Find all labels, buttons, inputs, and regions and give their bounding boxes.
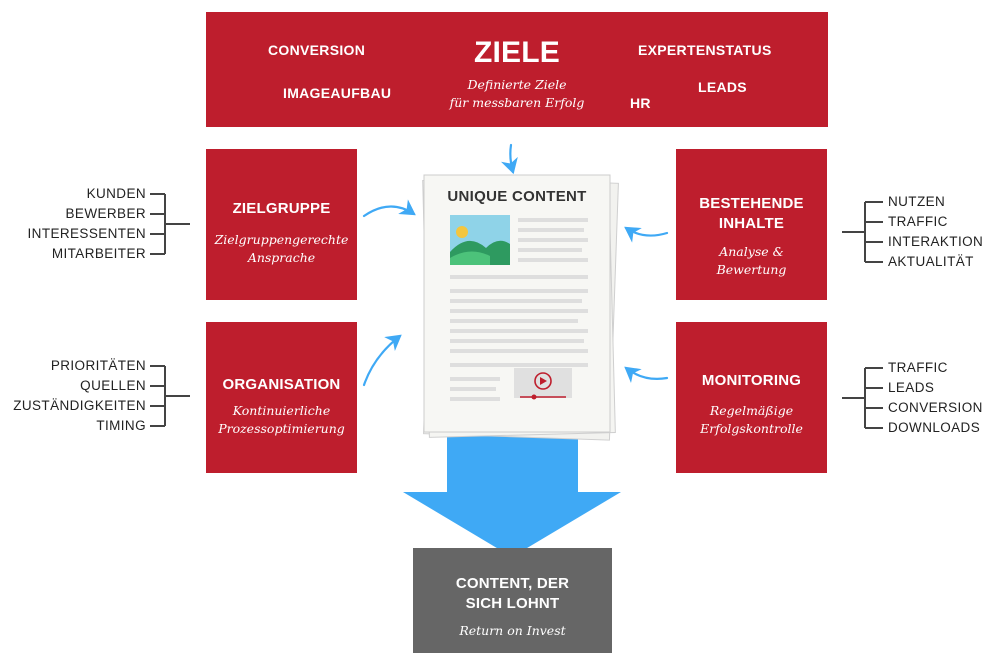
list-item: TRAFFIC xyxy=(888,214,948,229)
ziele-subtitle-2: für messbaren Erfolg xyxy=(449,95,585,110)
bestehende-inhalte-box: BESTEHENDE INHALTE Analyse & Bewertung xyxy=(676,149,827,300)
organisation-subtitle-1: Kontinuierliche xyxy=(232,403,331,418)
list-item: TRAFFIC xyxy=(888,360,948,375)
list-item: AKTUALITÄT xyxy=(888,254,974,269)
bestehende-title-1: BESTEHENDE xyxy=(699,195,804,212)
bestehende-title-2: INHALTE xyxy=(718,215,785,232)
list-item: KUNDEN xyxy=(86,186,146,201)
ziele-subtitle-1: Definierte Ziele xyxy=(467,77,567,92)
list-item: DOWNLOADS xyxy=(888,420,981,435)
arrow-zielgruppe xyxy=(362,199,416,218)
list-item: NUTZEN xyxy=(888,194,946,209)
result-title-2: SICH LOHNT xyxy=(465,595,560,612)
zielgruppe-list: KUNDEN BEWERBER INTERESSENTEN MITARBEITE… xyxy=(0,184,146,264)
monitoring-title: MONITORING xyxy=(701,372,802,389)
document-title: UNIQUE CONTENT xyxy=(447,188,587,205)
ziele-word-conversion: CONVERSION xyxy=(268,42,366,58)
list-item: INTERESSENTEN xyxy=(27,226,146,241)
ziele-word-leads: LEADS xyxy=(698,79,747,95)
list-item: INTERAKTION xyxy=(888,234,984,249)
list-item: PRIORITÄTEN xyxy=(50,358,146,373)
bestehende-subtitle-2: Bewertung xyxy=(716,262,787,277)
document-text-lines xyxy=(450,218,588,401)
bestehende-subtitle-1: Analyse & xyxy=(719,244,784,259)
organisation-title: ORGANISATION xyxy=(222,376,341,393)
list-item: QUELLEN xyxy=(80,378,146,393)
organisation-list: PRIORITÄTEN QUELLEN ZUSTÄNDIGKEITEN TIMI… xyxy=(0,356,146,436)
zielgruppe-subtitle-2: Ansprache xyxy=(247,250,316,265)
ziele-word-expertenstatus: EXPERTENSTATUS xyxy=(638,42,772,58)
monitoring-list: TRAFFIC LEADS CONVERSION DOWNLOADS xyxy=(888,358,983,438)
bestehende-list: NUTZEN TRAFFIC INTERAKTION AKTUALITÄT xyxy=(888,192,983,272)
zielgruppe-box: ZIELGRUPPE Zielgruppengerechte Ansprache xyxy=(206,149,357,300)
document-video xyxy=(514,368,572,400)
result-subtitle: Return on Invest xyxy=(459,623,566,638)
zielgruppe-title: ZIELGRUPPE xyxy=(232,200,331,217)
list-item: TIMING xyxy=(96,418,146,433)
ziele-title: ZIELE xyxy=(473,36,560,69)
arrow-organisation xyxy=(362,334,402,387)
document-image xyxy=(450,215,510,265)
result-title-1: CONTENT, DER xyxy=(455,575,570,592)
arrow-bestehende xyxy=(624,226,669,243)
monitoring-subtitle-1: Regelmäßige xyxy=(709,403,794,418)
ziele-box: ZIELE Definierte Ziele für messbaren Erf… xyxy=(206,12,828,127)
big-down-arrow xyxy=(403,425,621,557)
monitoring-subtitle-2: Erfolgskontrolle xyxy=(700,421,803,436)
ziele-word-imageaufbau: IMAGEAUFBAU xyxy=(283,85,392,101)
ziele-word-hr: HR xyxy=(630,95,651,111)
list-item: CONVERSION xyxy=(888,400,983,415)
zielgruppe-subtitle-1: Zielgruppengerechte xyxy=(214,232,349,247)
list-item: MITARBEITER xyxy=(51,246,146,261)
list-item: ZUSTÄNDIGKEITEN xyxy=(13,398,146,413)
organisation-subtitle-2: Prozessoptimierung xyxy=(218,421,345,436)
arrow-monitoring xyxy=(624,366,669,384)
arrow-ziele xyxy=(500,143,518,175)
list-item: LEADS xyxy=(888,380,935,395)
result-box: CONTENT, DER SICH LOHNT Return on Invest xyxy=(413,548,612,653)
list-item: BEWERBER xyxy=(65,206,146,221)
brackets xyxy=(150,193,883,429)
monitoring-box: MONITORING Regelmäßige Erfolgskontrolle xyxy=(676,322,827,473)
organisation-box: ORGANISATION Kontinuierliche Prozessopti… xyxy=(206,322,357,473)
